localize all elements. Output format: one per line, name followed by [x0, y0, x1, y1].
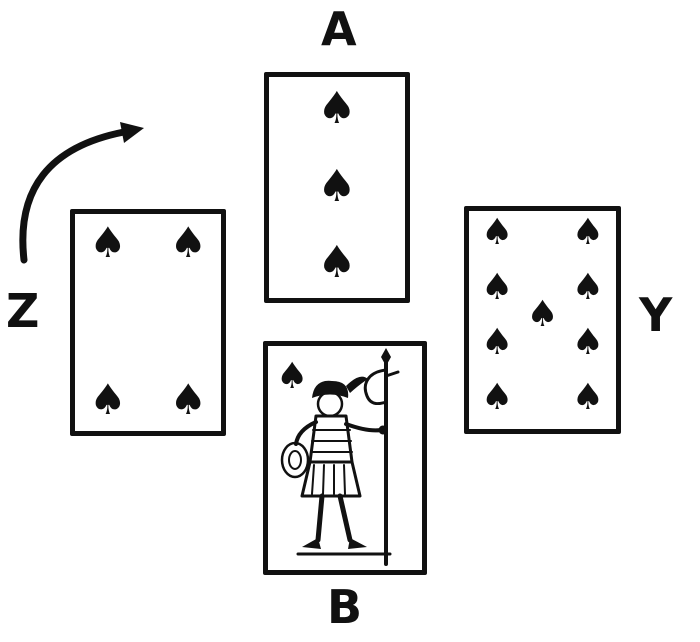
label-player-b: B [327, 580, 363, 634]
spade-pip: ♠ [481, 377, 514, 418]
spade-pip: ♠ [276, 356, 308, 397]
label-player-z: Z [6, 284, 40, 338]
jack-plume [346, 376, 368, 393]
jack-right-leg [337, 493, 353, 543]
spade-pip: ♠ [169, 375, 207, 424]
card-four-of-spades: ♠ ♠ ♠ ♠ [70, 209, 226, 436]
spade-pip: ♠ [571, 212, 604, 253]
halberd-hook [384, 370, 400, 378]
jack-right-arm [344, 422, 383, 433]
spade-pip: ♠ [571, 322, 604, 363]
label-player-y: Y [639, 288, 673, 342]
spade-pip: ♠ [169, 218, 207, 267]
spade-pip: ♠ [89, 375, 127, 424]
jack-shield-boss [288, 450, 302, 470]
jack-hat [312, 380, 349, 398]
jack-right-shoe [348, 538, 367, 549]
spade-pip: ♠ [89, 218, 127, 267]
spade-pip: ♠ [481, 212, 514, 253]
jack-skirt-pleat [311, 464, 315, 495]
card-nine-of-spades: ♠ ♠ ♠ ♠ ♠ ♠ ♠ ♠ ♠ [464, 206, 621, 434]
spade-pip: ♠ [481, 267, 514, 308]
jack-hand [378, 425, 388, 435]
jack-skirt [300, 460, 362, 498]
jack-shield [280, 441, 310, 479]
jack-head [316, 390, 344, 418]
jack-left-leg [315, 493, 325, 543]
jack-skirt-pleat [343, 464, 346, 495]
spade-pip: ♠ [571, 267, 604, 308]
card-three-of-spades: ♠ ♠ ♠ [264, 72, 410, 303]
halberd-blade [363, 368, 388, 406]
spade-pip: ♠ [317, 83, 357, 134]
spade-pip: ♠ [317, 237, 357, 288]
spade-pip: ♠ [317, 161, 357, 212]
curved-arrow-icon [19, 122, 144, 264]
jack-left-shoe [302, 538, 321, 549]
spade-pip: ♠ [481, 322, 514, 363]
card-jack-of-spades: ♠ [263, 341, 427, 575]
spade-pip: ♠ [526, 294, 559, 335]
jack-skirt-pleat [322, 464, 325, 495]
label-player-a: A [321, 2, 357, 56]
spade-pip: ♠ [571, 377, 604, 418]
jack-left-arm [294, 420, 318, 446]
jack-figure-illustration: ♠ [276, 348, 400, 566]
